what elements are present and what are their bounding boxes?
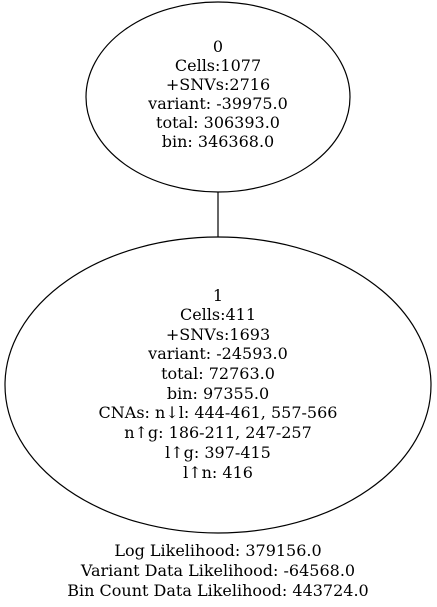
node-1-id: 1: [213, 286, 223, 305]
node-1-cnas: CNAs: n↓l: 444-461, 557-566: [99, 403, 338, 422]
tree-node-1: 1 Cells:411 +SNVs:1693 variant: -24593.0…: [4, 236, 432, 534]
log-likelihood: Log Likelihood: 379156.0: [114, 541, 321, 560]
node-1-cna-lg: l↑g: 397-415: [165, 443, 271, 462]
node-0-snvs: +SNVs:2716: [166, 75, 270, 94]
node-1-total: total: 72763.0: [161, 364, 275, 383]
node-1-cna-ng: n↑g: 186-211, 247-257: [124, 423, 312, 442]
node-0-ellipse: [85, 1, 351, 193]
tree-node-0: 0 Cells:1077 +SNVs:2716 variant: -39975.…: [85, 1, 351, 193]
likelihood-summary: Log Likelihood: 379156.0 Variant Data Li…: [67, 541, 368, 600]
node-0-id: 0: [213, 37, 223, 56]
node-0-total: total: 306393.0: [156, 113, 280, 132]
node-1-variant: variant: -24593.0: [147, 344, 288, 363]
node-1-bin: bin: 97355.0: [167, 384, 269, 403]
bin-count-data-likelihood: Bin Count Data Likelihood: 443724.0: [67, 581, 368, 600]
node-0-variant: variant: -39975.0: [147, 94, 288, 113]
variant-data-likelihood: Variant Data Likelihood: -64568.0: [80, 561, 355, 580]
node-1-snvs: +SNVs:1693: [166, 325, 270, 344]
node-0-bin: bin: 346368.0: [162, 132, 274, 151]
node-0-cells: Cells:1077: [175, 56, 261, 75]
node-1-ellipse: [4, 236, 432, 534]
node-1-cna-ln: l↑n: 416: [183, 463, 253, 482]
node-1-cells: Cells:411: [180, 305, 256, 324]
